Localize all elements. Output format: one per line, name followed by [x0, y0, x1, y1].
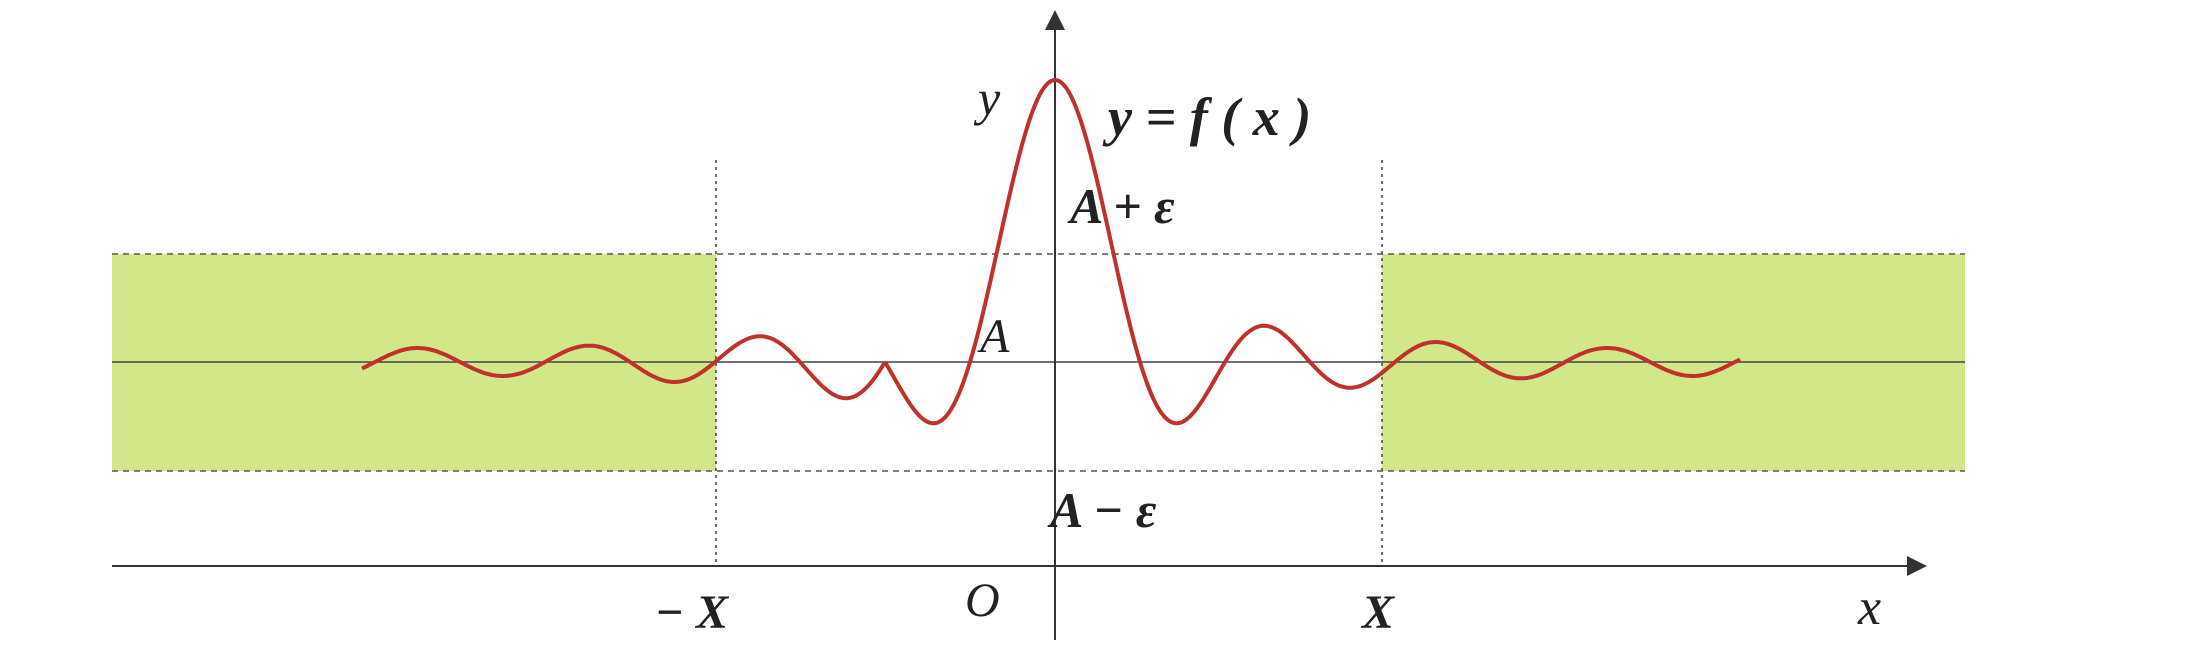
- function-label: y = f ( x ): [1102, 87, 1311, 147]
- function-curve: [361, 78, 1741, 426]
- limit-label: A: [977, 310, 1010, 363]
- upper-label: A + ε: [1067, 178, 1175, 234]
- neg-x-label: − X: [655, 586, 729, 639]
- pos-x-label: X: [1360, 586, 1395, 639]
- y-axis-label: y: [973, 70, 1001, 126]
- lower-label: A − ε: [1047, 482, 1157, 538]
- x-axis-label: x: [1857, 579, 1881, 636]
- origin-label: O: [965, 574, 1000, 627]
